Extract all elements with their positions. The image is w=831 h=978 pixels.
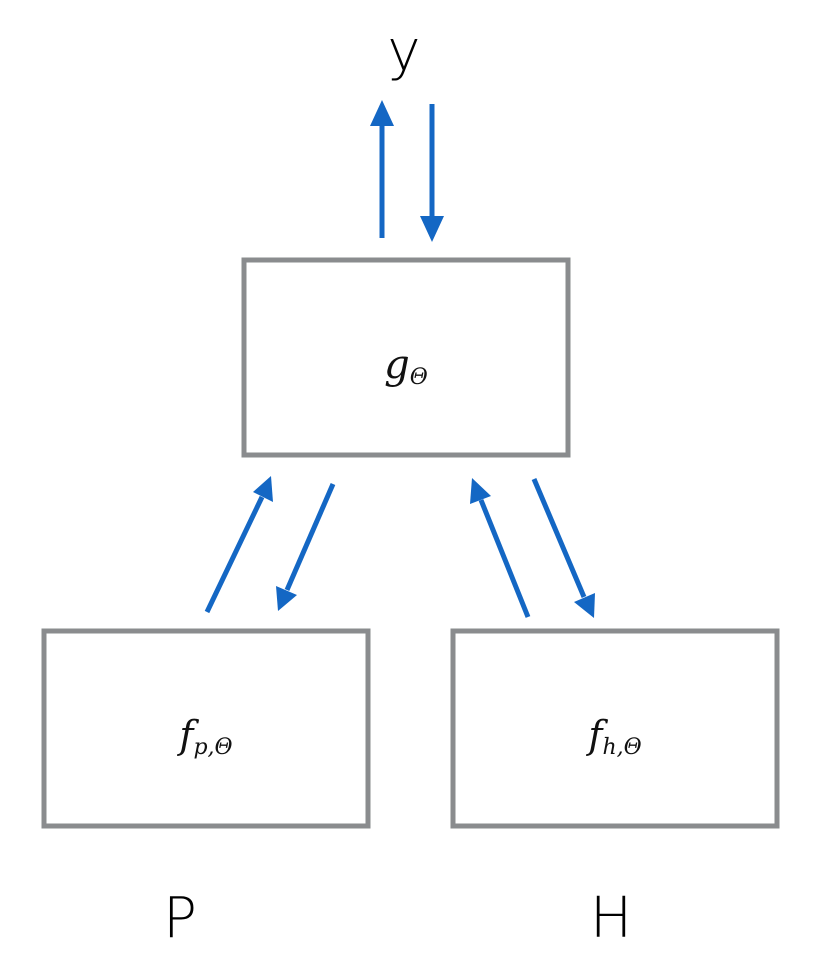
arrow-y-to-g xyxy=(420,104,444,242)
arrow-g-to-fp xyxy=(276,483,336,611)
node-fh-subscript: h,Θ xyxy=(602,735,641,760)
node-g-box xyxy=(241,257,571,458)
arrow-g-to-y xyxy=(370,100,394,238)
node-fh: fh,Θ xyxy=(450,628,780,829)
input-label-h: H xyxy=(590,886,632,951)
node-g: gΘ xyxy=(241,257,571,458)
node-fp-box xyxy=(41,628,371,829)
arrow-g-to-fh xyxy=(531,478,595,618)
input-label-p: P xyxy=(163,886,197,951)
arrow-fh-to-g xyxy=(470,478,531,618)
node-fp: fp,Θ xyxy=(41,628,371,829)
output-label-y: y xyxy=(387,19,420,84)
node-g-subscript: Θ xyxy=(410,365,428,390)
node-g-symbol: g xyxy=(384,342,410,388)
svg-text:gΘ: gΘ xyxy=(384,342,428,390)
node-fp-subscript: p,Θ xyxy=(193,735,232,760)
node-fh-box xyxy=(450,628,780,829)
arrow-fp-to-g xyxy=(204,476,273,614)
